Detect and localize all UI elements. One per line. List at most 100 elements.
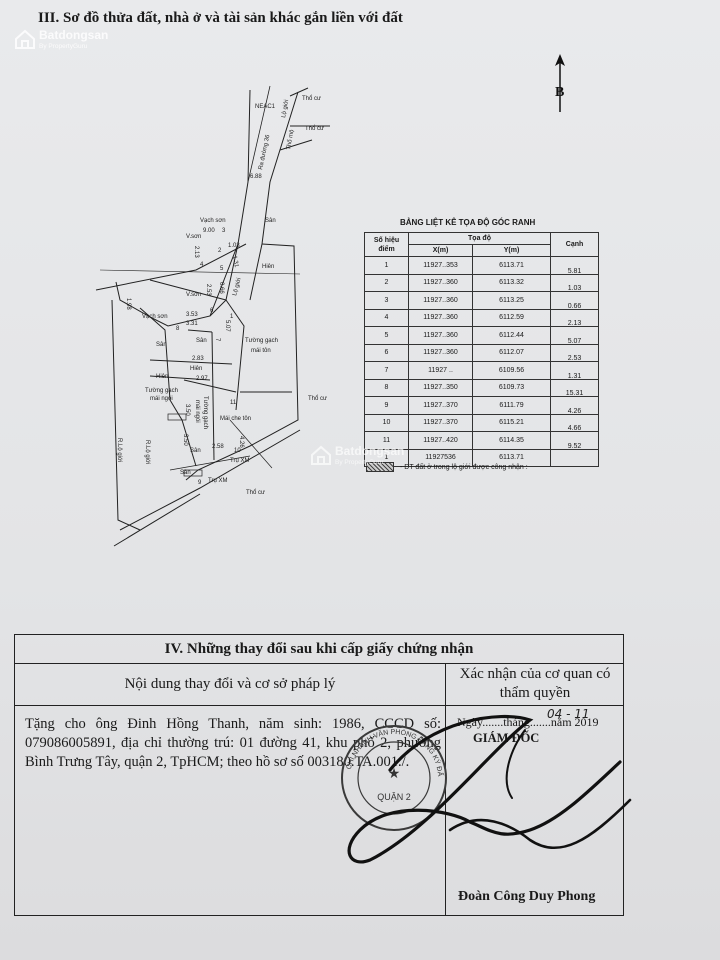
edge-length: 0.66	[567, 302, 582, 310]
signer-name: Đoàn Công Duy Phong	[458, 889, 596, 904]
plan-label: 6	[210, 308, 214, 314]
plan-label: Vạch sơn	[142, 314, 168, 320]
plan-label: Tường gạch	[245, 338, 278, 344]
plan-label: R.Lộ giới	[144, 440, 150, 464]
plan-label: Sân	[190, 448, 201, 454]
edge-length: 4.66	[567, 425, 582, 432]
plan-label: 5.07	[224, 320, 230, 332]
section4-title: IV. Những thay đổi sau khi cấp giấy chứn…	[15, 635, 623, 664]
plan-label: Trụ XM	[230, 458, 249, 464]
plan-label: NEAC1	[255, 104, 276, 110]
plan-label: Lộ giới	[232, 277, 243, 296]
plan-label: Thổ cư	[246, 489, 265, 496]
watermark-name: Batdongsan	[39, 28, 109, 42]
edge-length: 5.81	[567, 267, 582, 275]
plan-label: 4.26	[238, 436, 244, 448]
plan-label: 2	[218, 248, 222, 254]
plan-label: 6.88	[250, 174, 262, 180]
edge-length: 2.13	[567, 320, 582, 327]
plan-label: 4	[200, 262, 204, 268]
watermark: Batdongsan By PropertyGuru	[14, 26, 144, 56]
plan-label: Hiên	[190, 366, 202, 372]
plan-label: Sân	[156, 342, 167, 348]
plan-label: 1.03	[228, 243, 240, 249]
plan-label: mái ngói	[194, 400, 200, 423]
plan-label: Sân	[180, 470, 191, 476]
section3-title: III. Sơ đồ thửa đất, nhà ở và tài sản kh…	[38, 10, 403, 26]
plan-label: mái tôn	[251, 348, 271, 354]
plan-label: V.sơn	[186, 234, 201, 240]
coord-header-x: X(m)	[408, 244, 473, 257]
plan-label: Mái che tôn	[220, 416, 251, 422]
plan-label: 5	[220, 266, 224, 272]
changes-column-header: Nội dung thay đổi và cơ sở pháp lý	[124, 676, 336, 692]
edge-length: 4.26	[567, 407, 582, 415]
plan-label: R.Lộ giới	[116, 438, 122, 462]
plan-label: Thổ mộ	[285, 128, 296, 150]
watermark-sub: By PropertyGuru	[39, 43, 88, 50]
plan-label: mái ngói	[150, 396, 173, 402]
plan-label: 2.13	[193, 246, 199, 258]
plan-label: Sân	[265, 218, 276, 224]
plan-label: Trụ XM	[208, 478, 227, 484]
plan-label: Thổ cư	[305, 125, 324, 132]
plan-label: 7	[214, 338, 220, 342]
plan-label: 9	[198, 480, 202, 486]
north-label: B	[555, 85, 564, 100]
edge-length: 5.07	[567, 337, 582, 345]
plan-label: 2.53	[205, 284, 211, 296]
watermark-name: Batdongsan	[335, 444, 405, 458]
coord-header-coord: Tọa độ	[407, 232, 552, 245]
plan-label: Thổ cư	[308, 395, 327, 402]
plot-plan: NEAC1 Lộ giới Thổ cư Thổ cư Thổ mộ Ra đư…	[95, 85, 330, 547]
plan-label: 3.50	[182, 434, 188, 446]
plan-label: Tường gạch	[202, 396, 208, 429]
plan-label: Vạch sơn	[200, 218, 226, 224]
north-arrow-icon: B	[555, 54, 565, 112]
plan-label: 1	[230, 314, 234, 320]
plan-label: 3.53	[186, 312, 198, 318]
plan-label: Hiên	[156, 374, 168, 380]
handwritten-date: 04 - 11	[547, 707, 590, 721]
signature	[347, 714, 632, 864]
plan-label: Sân	[196, 338, 207, 344]
coord-table-title: BẢNG LIỆT KÊ TỌA ĐỘ GÓC RANH	[400, 218, 536, 227]
plan-label: 3.31	[186, 321, 198, 327]
plan-label: 1.31	[231, 255, 239, 268]
coord-header-edge: Cạnh	[550, 232, 600, 257]
coord-header-point: Số hiệu điểm	[364, 232, 409, 257]
hatch-swatch-icon	[366, 462, 394, 472]
edge-length: 15.31	[565, 390, 584, 397]
legend: - DT đất ở trong lộ giới được công nhận …	[366, 462, 528, 472]
plan-label: Lộ giới	[281, 99, 290, 118]
edge-length: 1.31	[567, 372, 582, 380]
plan-label: 8	[176, 326, 180, 332]
divider	[15, 705, 623, 706]
plan-label: 9.00	[203, 228, 215, 234]
plan-label: Hiên	[262, 264, 274, 270]
changes-section: IV. Những thay đổi sau khi cấp giấy chứn…	[14, 634, 624, 916]
plan-label: 2.97	[196, 376, 208, 382]
plan-label: 2.58	[212, 444, 224, 450]
watermark-sub: By PropertyGuru	[335, 459, 384, 466]
edge-length: 9.52	[567, 442, 582, 450]
plan-label: 10	[234, 448, 241, 454]
edge-length: 2.53	[567, 355, 582, 362]
coord-header-y: Y(m)	[471, 244, 552, 257]
plan-label: 3	[222, 228, 226, 234]
house-logo-icon	[311, 445, 331, 465]
plan-label: 1.98	[125, 298, 131, 310]
plan-label: 3.50	[184, 404, 190, 416]
